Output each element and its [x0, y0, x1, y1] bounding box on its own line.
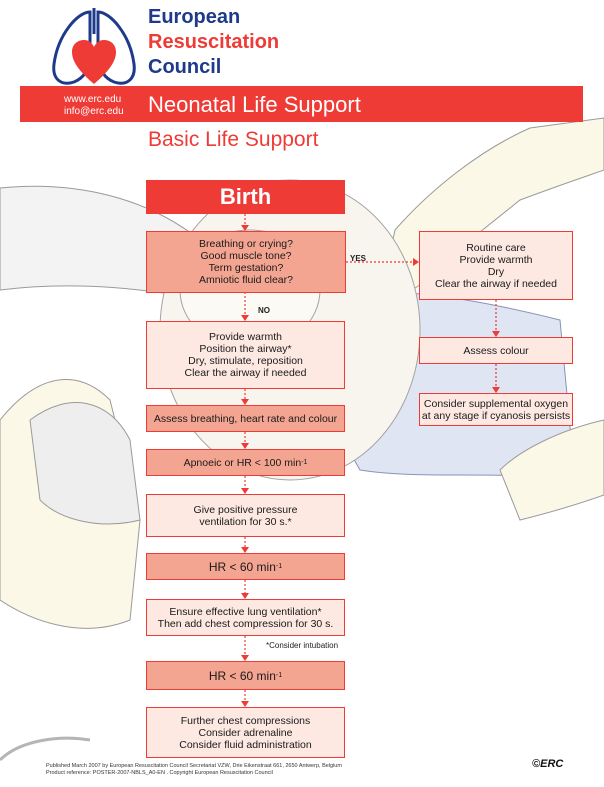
erc-signature: ©ERC [532, 758, 564, 770]
erc-heart-lungs-logo [52, 8, 136, 85]
product-reference: Product reference: POSTER-2007-NBLS_A0-E… [46, 770, 273, 776]
ensure-ventilation-box: Ensure effective lung ventilation* Then … [146, 599, 345, 636]
apnoeic-box: Apnoeic or HR < 100 min-1 [146, 449, 345, 476]
supplemental-oxygen-box: Consider supplemental oxygen at any stag… [419, 393, 573, 426]
org-name-line-3: Council [148, 56, 222, 78]
assess-breathing-box: Assess breathing, heart rate and colour [146, 405, 345, 432]
email-link[interactable]: info@erc.edu [64, 106, 124, 117]
apnoeic-text: Apnoeic or HR < 100 min [183, 456, 302, 469]
apnoeic-unit-exponent: -1 [301, 458, 308, 466]
org-name-line-2: Resuscitation [148, 31, 280, 53]
title-banner [20, 86, 583, 122]
assess-colour-box: Assess colour [419, 337, 573, 364]
hr-below-60-box-1: HR < 60 min-1 [146, 553, 345, 580]
tube [0, 736, 91, 762]
website-link[interactable]: www.erc.edu [64, 94, 122, 105]
initial-assessment-box: Breathing or crying? Good muscle tone? T… [146, 231, 346, 293]
gloved-hand-right [499, 419, 604, 521]
yes-label: YES [350, 254, 367, 263]
hr-unit-exponent-2: -1 [275, 671, 283, 679]
intubation-footnote: *Consider intubation [266, 641, 339, 650]
further-compressions-box: Further chest compressions Consider adre… [146, 707, 345, 758]
hr-text-1: HR < 60 min [208, 559, 276, 574]
bag-mask [29, 402, 141, 525]
no-label: NO [258, 306, 270, 315]
initial-steps-box: Provide warmth Position the airway* Dry,… [146, 321, 345, 389]
org-name-line-1: European [148, 6, 241, 28]
hr-unit-exponent-1: -1 [275, 562, 283, 570]
page-subtitle: Basic Life Support [148, 128, 319, 151]
page-title: Neonatal Life Support [148, 92, 361, 117]
routine-care-box: Routine care Provide warmth Dry Clear th… [419, 231, 573, 300]
publication-note: Published March 2007 by European Resusci… [46, 763, 342, 769]
ppv-box: Give positive pressure ventilation for 3… [146, 494, 345, 537]
hr-text-2: HR < 60 min [208, 668, 276, 683]
birth-box: Birth [146, 180, 345, 214]
hr-below-60-box-2: HR < 60 min-1 [146, 661, 345, 690]
